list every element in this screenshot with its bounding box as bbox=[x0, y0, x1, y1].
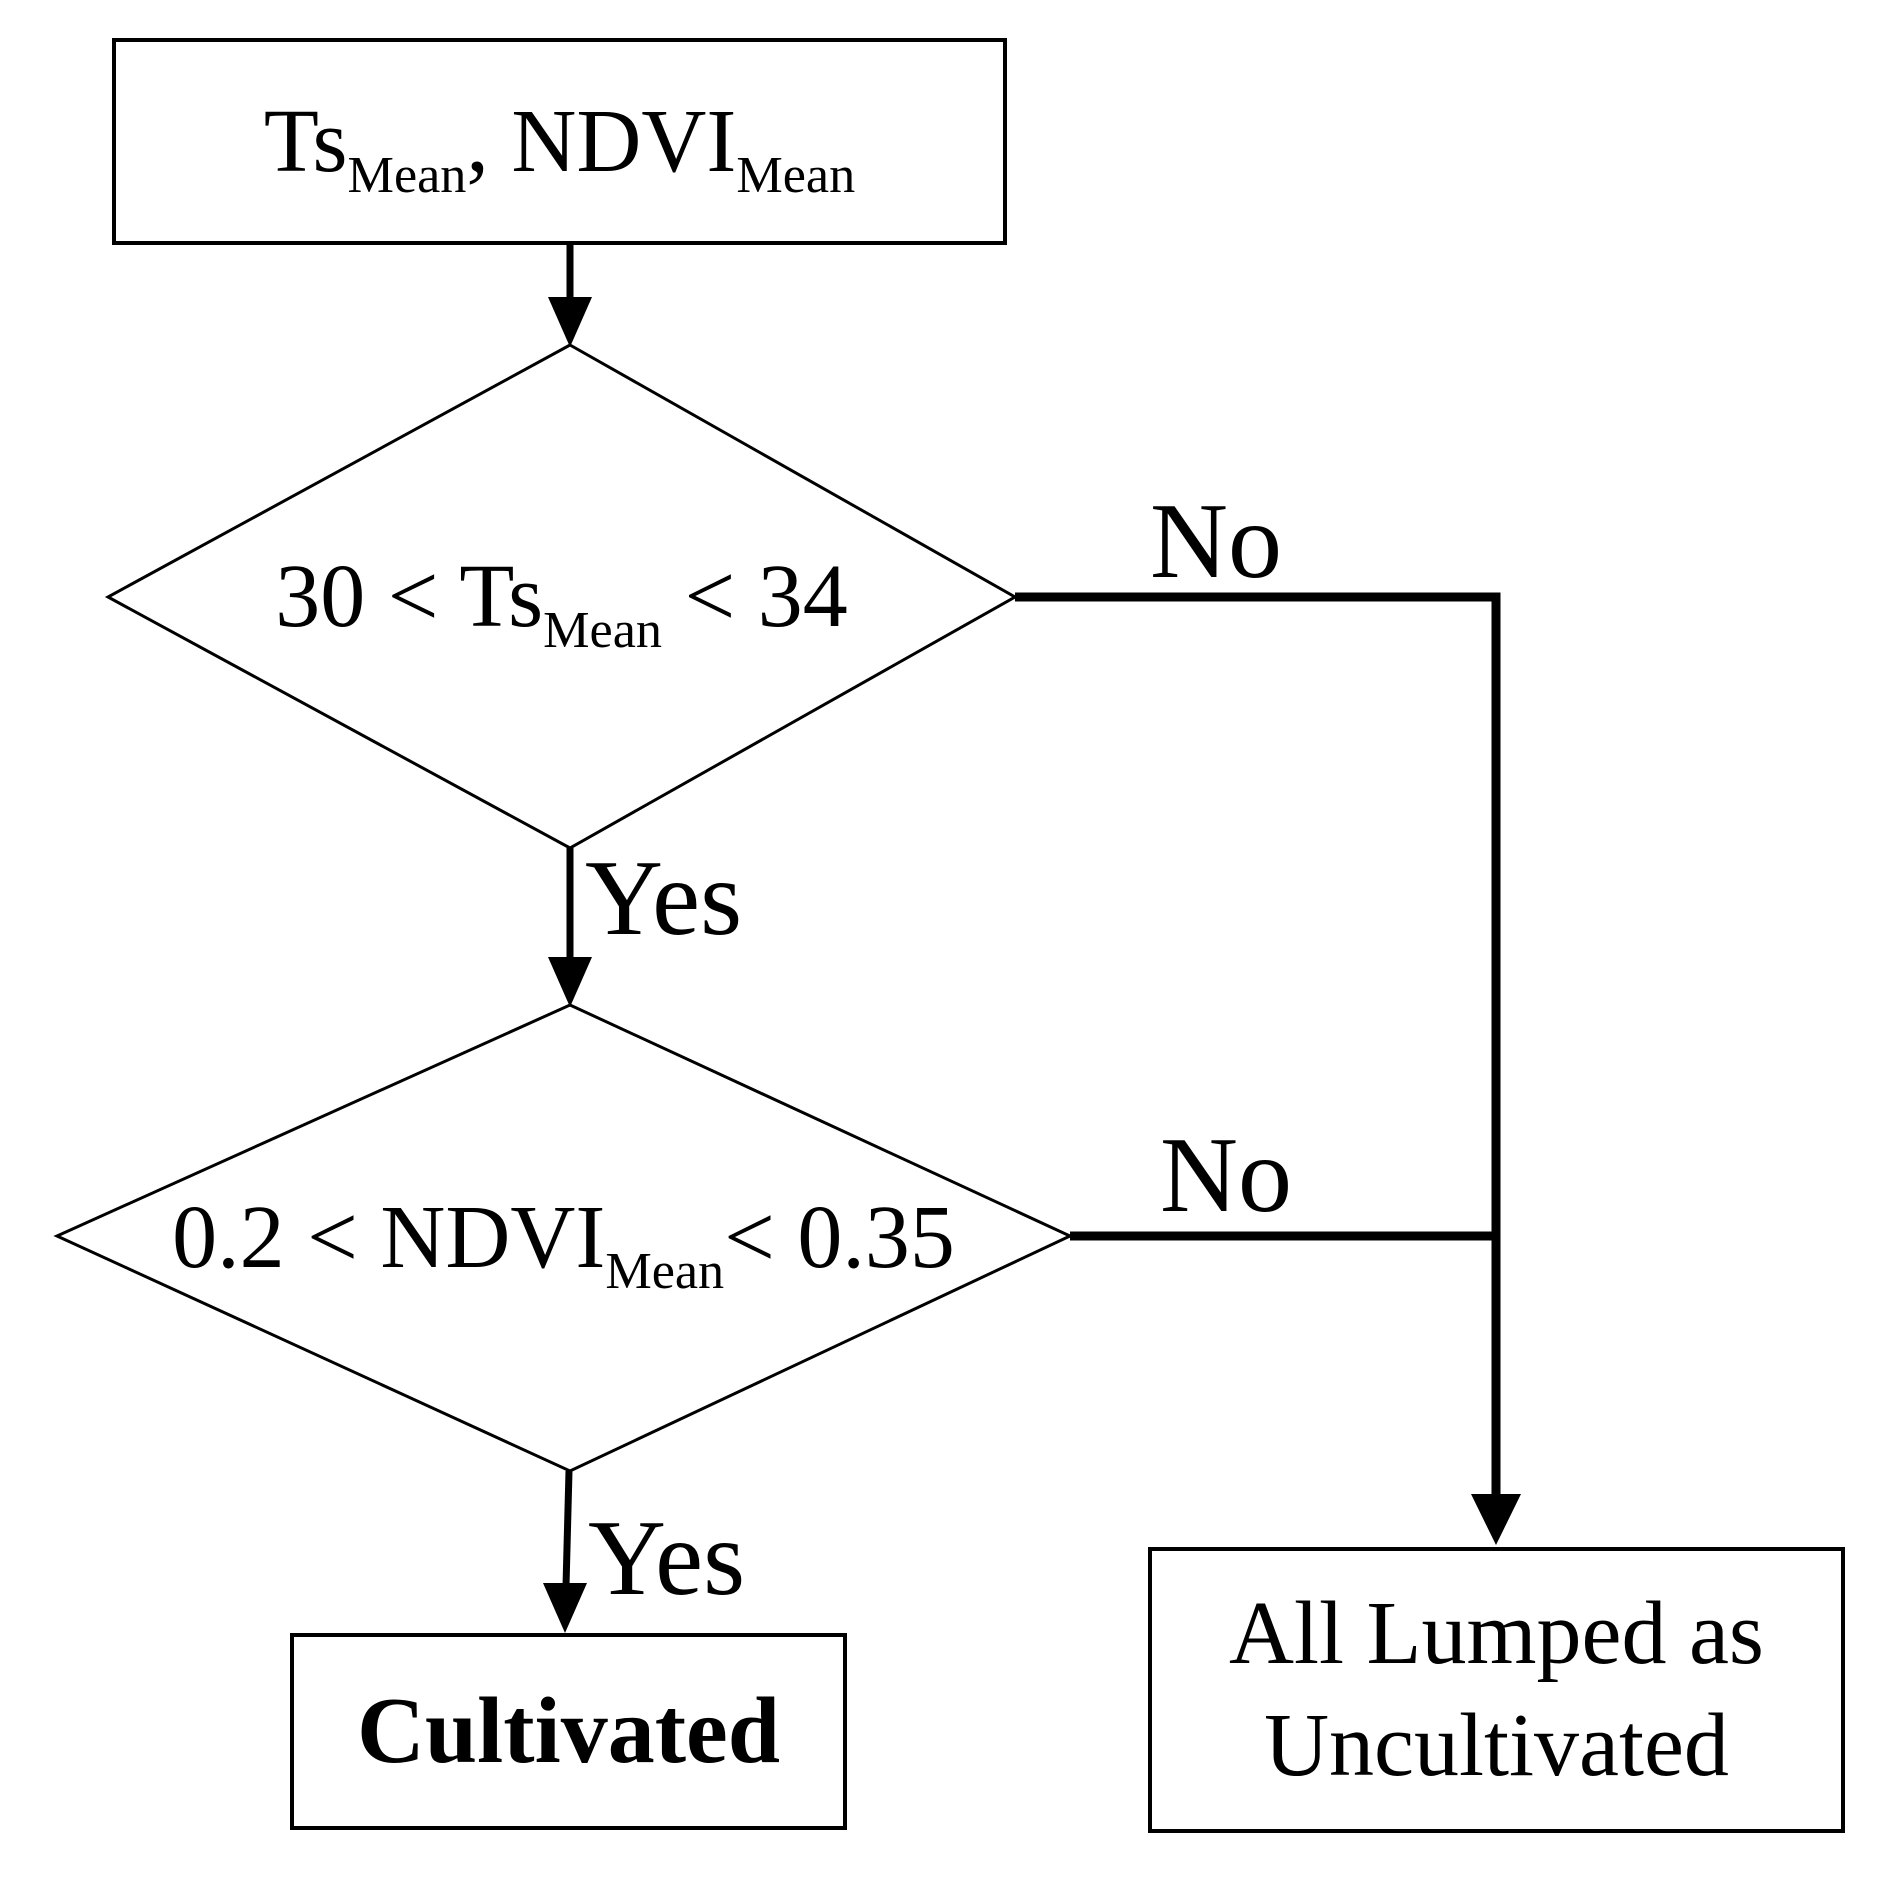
decision2-text-end: < 0.35 bbox=[724, 1188, 955, 1287]
input-node: TsMean, NDVIMean bbox=[112, 38, 1007, 245]
edge-decision2-yes bbox=[562, 1470, 573, 1587]
arrowhead-decision2 bbox=[548, 957, 592, 1007]
input-ts: Ts bbox=[263, 91, 348, 191]
decision1-label: 30 < TsMean < 34 bbox=[108, 345, 1015, 848]
uncultivated-line1: All Lumped as bbox=[1229, 1583, 1764, 1683]
decision1-subscript: Mean bbox=[543, 600, 662, 659]
decision2-yes-label: Yes bbox=[588, 1499, 746, 1618]
decision1-no-label: No bbox=[1150, 482, 1282, 601]
decision2-no-label: No bbox=[1160, 1116, 1292, 1235]
cultivated-node-label: Cultivated bbox=[357, 1679, 780, 1784]
uncultivated-line2: Uncultivated bbox=[1264, 1696, 1729, 1795]
input-ndvi: , NDVI bbox=[466, 91, 737, 191]
uncultivated-node-label: All Lumped as Uncultivated bbox=[1229, 1578, 1764, 1803]
input-ts-subscript: Mean bbox=[347, 145, 467, 204]
cultivated-node: Cultivated bbox=[290, 1633, 847, 1830]
decision2-diamond-shape bbox=[53, 1003, 1074, 1473]
uncultivated-node: All Lumped as Uncultivated bbox=[1148, 1547, 1845, 1833]
input-ndvi-subscript: Mean bbox=[736, 145, 856, 204]
arrowhead-decision1 bbox=[548, 297, 592, 347]
arrowhead-uncultivated bbox=[1471, 1494, 1521, 1545]
decision1-text: 30 < Ts bbox=[275, 546, 544, 646]
input-node-label: TsMean, NDVIMean bbox=[263, 88, 855, 201]
decision2-text: 0.2 < NDVI bbox=[172, 1188, 606, 1287]
decision1-text-end: < 34 bbox=[661, 546, 848, 646]
edge-decision1-no bbox=[1015, 592, 1501, 1495]
decision1-yes-label: Yes bbox=[585, 839, 743, 958]
decision2-label: 0.2 < NDVIMean< 0.35 bbox=[57, 1005, 1070, 1471]
decision2-subscript: Mean bbox=[605, 1241, 725, 1300]
arrowhead-cultivated bbox=[543, 1583, 587, 1633]
